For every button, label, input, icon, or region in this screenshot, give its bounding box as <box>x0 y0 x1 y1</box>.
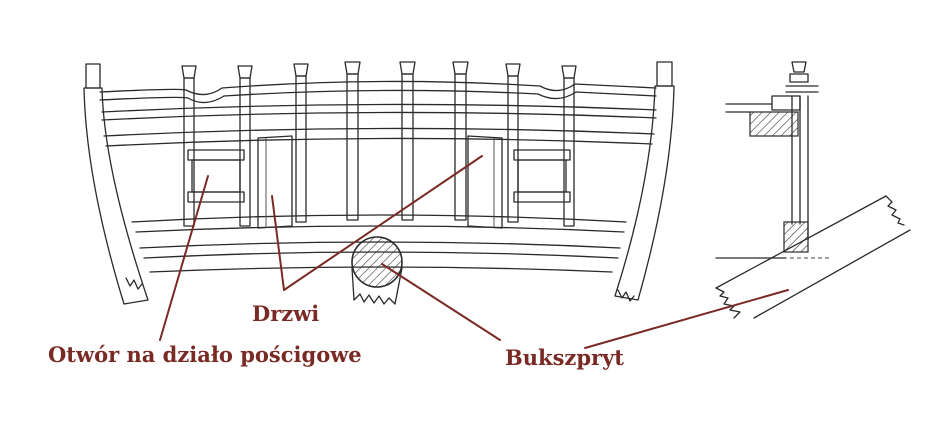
label-doors: Drzwi <box>252 301 320 326</box>
gun-port-right <box>513 149 571 203</box>
leader-otwor <box>159 175 209 341</box>
bulkhead-side-view <box>715 61 911 319</box>
gun-port-left <box>187 149 245 203</box>
leader-bukszpryt-section <box>381 263 501 341</box>
bowsprit-section <box>351 236 403 305</box>
stanchions <box>181 61 577 227</box>
door-right <box>467 135 503 229</box>
leader-bukszpryt-side <box>584 289 789 349</box>
label-bowsprit: Bukszpryt <box>505 345 624 370</box>
label-chase-gun-port: Otwór na działo pościgowe <box>48 342 362 367</box>
leader-drzwi-right <box>283 155 483 291</box>
door-left <box>257 135 293 229</box>
leader-drzwi-left <box>271 195 285 291</box>
bulkhead-front-view <box>83 61 675 305</box>
leader-lines <box>159 155 789 349</box>
